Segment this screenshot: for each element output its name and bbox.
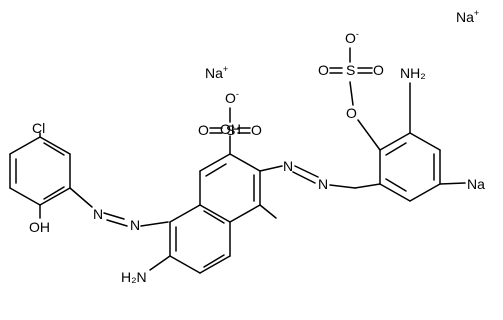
atom-label-oh-left: OH bbox=[29, 219, 50, 235]
atom-label-o-sulfonate-right: O bbox=[251, 122, 262, 138]
atom-label-o-sulfate-top: O- bbox=[345, 29, 359, 46]
bond-lines bbox=[9, 47, 466, 274]
atom-label-cl: Cl bbox=[32, 120, 45, 136]
atom-labels: Na+ Na+ Na Cl OH OH H₂N NH₂ N N N N O- O… bbox=[29, 8, 485, 285]
atom-label-na-top-right: Na+ bbox=[456, 8, 479, 25]
atom-label-n-left-1: N bbox=[93, 206, 103, 222]
atom-label-n-left-2: N bbox=[130, 217, 140, 233]
atom-label-n-right-2: N bbox=[318, 176, 328, 192]
atom-label-na-middle: Na+ bbox=[205, 64, 228, 81]
atom-label-nh2-bottom: H₂N bbox=[121, 269, 147, 285]
atom-label-s-sulfonate: S bbox=[226, 122, 235, 138]
atom-label-oh-center: OH bbox=[220, 121, 241, 137]
atom-label-o-sulfate-right: O bbox=[373, 62, 384, 78]
atom-label-o-sulfate-left: O bbox=[318, 62, 329, 78]
atom-label-o-sulfate-bridge: O bbox=[346, 105, 357, 121]
atom-label-o-sulfonate-top: O- bbox=[225, 89, 239, 106]
atom-label-n-right-1: N bbox=[283, 158, 293, 174]
atom-label-s-sulfate: S bbox=[346, 62, 355, 78]
atom-label-na-ring: Na bbox=[467, 176, 485, 192]
atom-label-nh2-right: NH₂ bbox=[400, 65, 426, 81]
atom-label-o-sulfonate-left: O bbox=[198, 122, 209, 138]
